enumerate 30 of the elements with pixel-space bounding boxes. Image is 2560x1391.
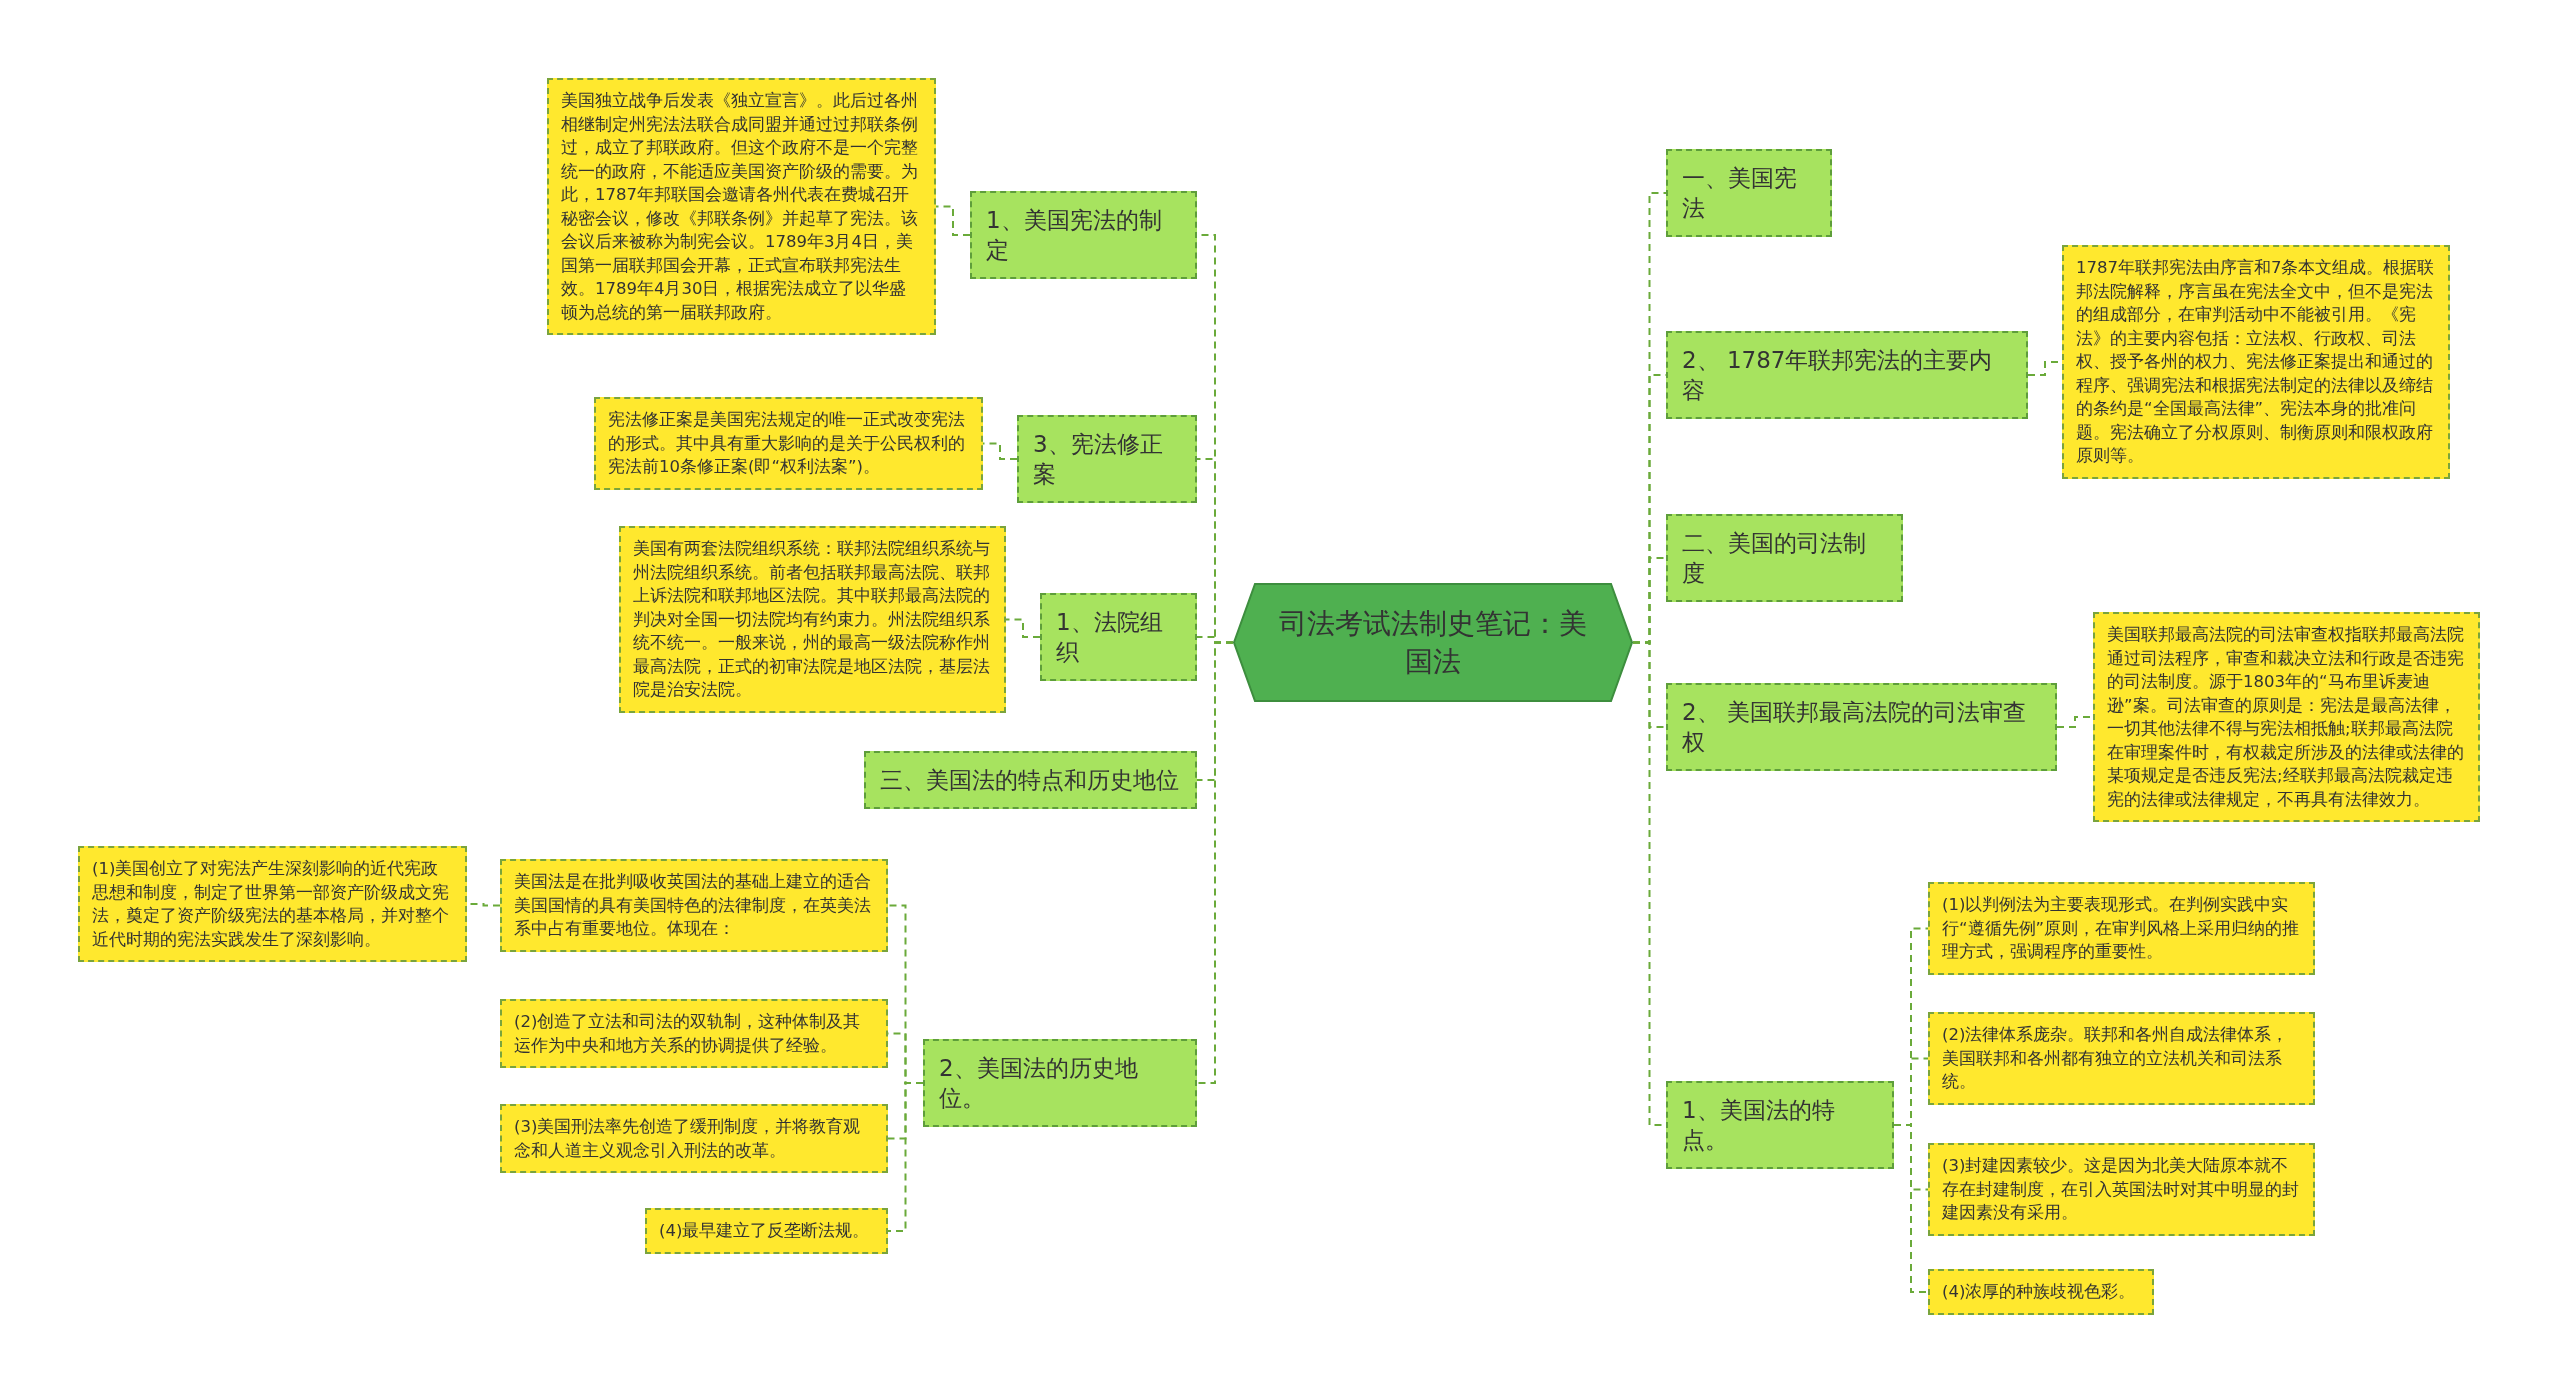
note-box: (4)最早建立了反垄断法规。 [645, 1208, 888, 1254]
connector-line [1196, 641, 1234, 1084]
central-topic-hexagon: 司法考试法制史笔记：美国法 [1233, 583, 1633, 702]
note-box: 1787年联邦宪法由序言和7条本文组成。根据联邦法院解释，序言虽在宪法全文中，但不是宪法的组成部分，在审判活动中不能被引用。《宪法》的主要内容包括：立法权、行政权、司法权、授予各州的权力、宪法修正案提出和通过的程序、强调宪法和根据宪法制定的法律以及缔结的条约是“全国最高法律”、宪法本身的批准问题。宪法确立了分权原则、制衡原则和限权政府原则等。 [2062, 245, 2450, 479]
note-box: (4)浓厚的种族歧视色彩。 [1928, 1269, 2154, 1315]
note-box: 美国有两套法院组织系统：联邦法院组织系统与州法院组织系统。前者包括联邦最高法院、联邦上诉法院和联邦地区法院。其中联邦最高法院的判决对全国一切法院均有约束力。州法院组织系统不统一。一般来说，州的最高一级法院称作州最高法院，正式的初审法院是地区法院，基层法院是治安法院。 [619, 526, 1006, 713]
note-box: (1)以判例法为主要表现形式。在判例实践中实行“遵循先例”原则，在审判风格上采用归纳的推理方式，强调程序的重要性。 [1928, 882, 2315, 975]
topic-box: 2、美国法的历史地位。 [923, 1039, 1197, 1127]
topic-box: 3、宪法修正案 [1017, 415, 1197, 503]
note-box: (2)创造了立法和司法的双轨制，这种体制及其运作为中央和地方关系的协调提供了经验。 [500, 999, 888, 1068]
connector-line [1005, 618, 1041, 638]
note-box: 美国独立战争后发表《独立宣言》。此后过各州相继制定州宪法法联合成同盟并通过过邦联条例过，成立了邦联政府。但这个政府不是一个完整统一的政府，不能适应美国资产阶级的需要。为此，1787年邦联国会邀请各州代表在费城召开秘密会议，修改《邦联条例》并起草了宪法。该会议后来被称为制宪会议。1789年3月4日，美国第一届联邦国会开幕，正式宣布联邦宪法生效。1789年4月30日，根据宪法成立了以华盛顿为总统的第一届联邦政府。 [547, 78, 936, 335]
topic-box: 二、美国的司法制度 [1666, 514, 1903, 602]
note-box: (3)封建因素较少。这是因为北美大陆原本就不存在封建制度，在引入英国法时对其中明显的封建因素没有采用。 [1928, 1143, 2315, 1236]
topic-box: 1、美国宪法的制定 [970, 191, 1197, 279]
note-box: (2)法律体系庞杂。联邦和各州自成法律体系，美国联邦和各州都有独立的立法机关和司法系统。 [1928, 1012, 2315, 1105]
topic-box: 三、美国法的特点和历史地位 [864, 751, 1197, 809]
note-box: 宪法修正案是美国宪法规定的唯一正式改变宪法的形式。其中具有重大影响的是关于公民权利的宪法前10条修正案(即“权利法案”)。 [594, 397, 983, 490]
topic-box: 1、法院组织 [1040, 593, 1197, 681]
note-box: 美国法是在批判吸收英国法的基础上建立的适合美国国情的具有美国特色的法律制度，在英美法系中占有重要地位。体现在： [500, 859, 888, 952]
topic-box: 1、美国法的特点。 [1666, 1081, 1894, 1169]
topic-box: 2、 1787年联邦宪法的主要内容 [1666, 331, 2028, 419]
note-box: (3)美国刑法率先创造了缓刑制度，并将教育观念和人道主义观念引入刑法的改革。 [500, 1104, 888, 1173]
topic-box: 一、美国宪法 [1666, 149, 1832, 237]
connector-line [1893, 1124, 1929, 1293]
note-box: (1)美国创立了对宪法产生深刻影响的近代宪政思想和制度，制定了世界第一部资产阶级成文宪法，奠定了资产阶级宪法的基本格局，并对整个近代时期的宪法实践发生了深刻影响。 [78, 846, 467, 962]
connector-line [887, 1082, 924, 1232]
note-box: 美国联邦最高法院的司法审查权指联邦最高法院通过司法程序，审查和裁决立法和行政是否违宪的司法制度。源于1803年的“马布里诉麦迪逊”案。司法审查的原则是：宪法是最高法律，一切其他法律不得与宪法相抵触;联邦最高法院在审理案件时，有权裁定所涉及的法律或法律的某项规定是否违反宪法;经联邦最高法院裁定违宪的法律或法律规定，不再具有法律效力。 [2093, 612, 2480, 822]
connector-line [935, 205, 971, 236]
topic-box: 2、 美国联邦最高法院的司法审查权 [1666, 683, 2057, 771]
